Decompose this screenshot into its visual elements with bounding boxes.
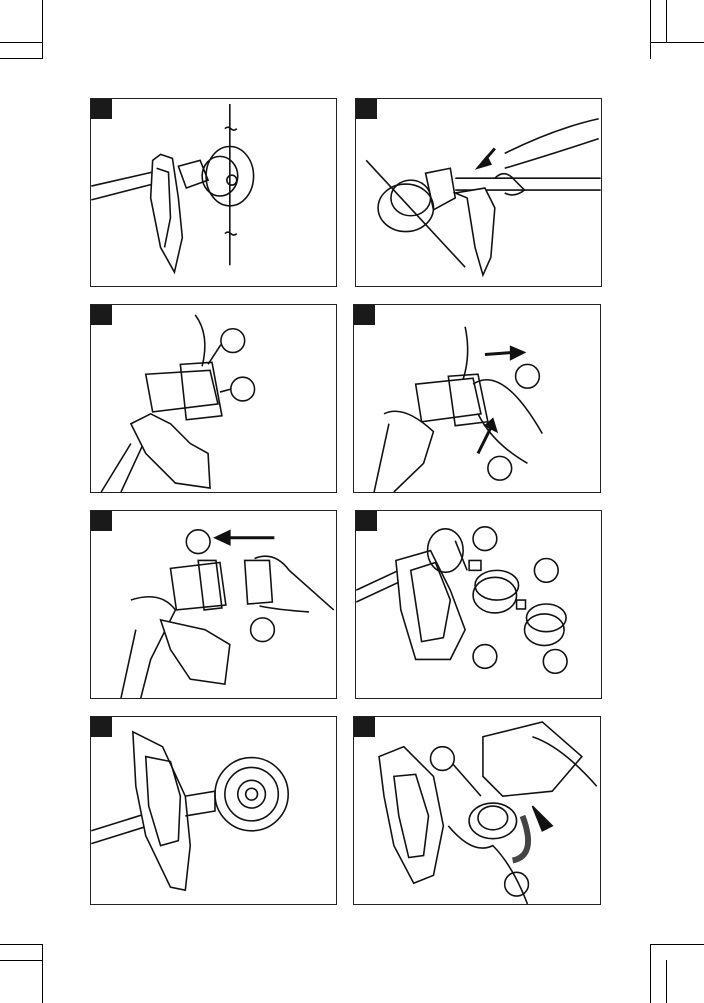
crop-mark <box>0 960 43 961</box>
crop-mark <box>650 42 704 43</box>
crop-mark <box>42 0 43 59</box>
figure-panel-5 <box>90 510 337 699</box>
crop-mark <box>650 944 704 945</box>
crop-mark <box>0 58 43 59</box>
trimmer-head-illustration <box>354 305 600 492</box>
trimmer-head-illustration <box>354 717 600 904</box>
figure-panel-3 <box>90 304 337 493</box>
crop-mark <box>650 944 651 1003</box>
figure-panel-1 <box>90 98 337 287</box>
crop-mark <box>650 0 651 59</box>
trimmer-head-illustration <box>356 99 601 286</box>
figure-panel-4 <box>353 304 601 493</box>
figure-panel-2 <box>355 98 602 287</box>
trimmer-head-illustration <box>91 511 336 698</box>
figure-panel-8 <box>353 716 601 905</box>
trimmer-head-illustration <box>91 305 336 492</box>
crop-mark <box>0 944 43 945</box>
trimmer-head-illustration <box>91 717 336 904</box>
trimmer-head-illustration <box>356 511 601 698</box>
figure-panel-7 <box>90 716 337 905</box>
crop-mark <box>666 0 667 43</box>
crop-mark <box>666 960 667 1003</box>
figure-panel-6 <box>355 510 602 699</box>
crop-mark <box>42 944 43 1003</box>
trimmer-head-illustration <box>91 99 336 286</box>
crop-mark <box>0 42 43 43</box>
